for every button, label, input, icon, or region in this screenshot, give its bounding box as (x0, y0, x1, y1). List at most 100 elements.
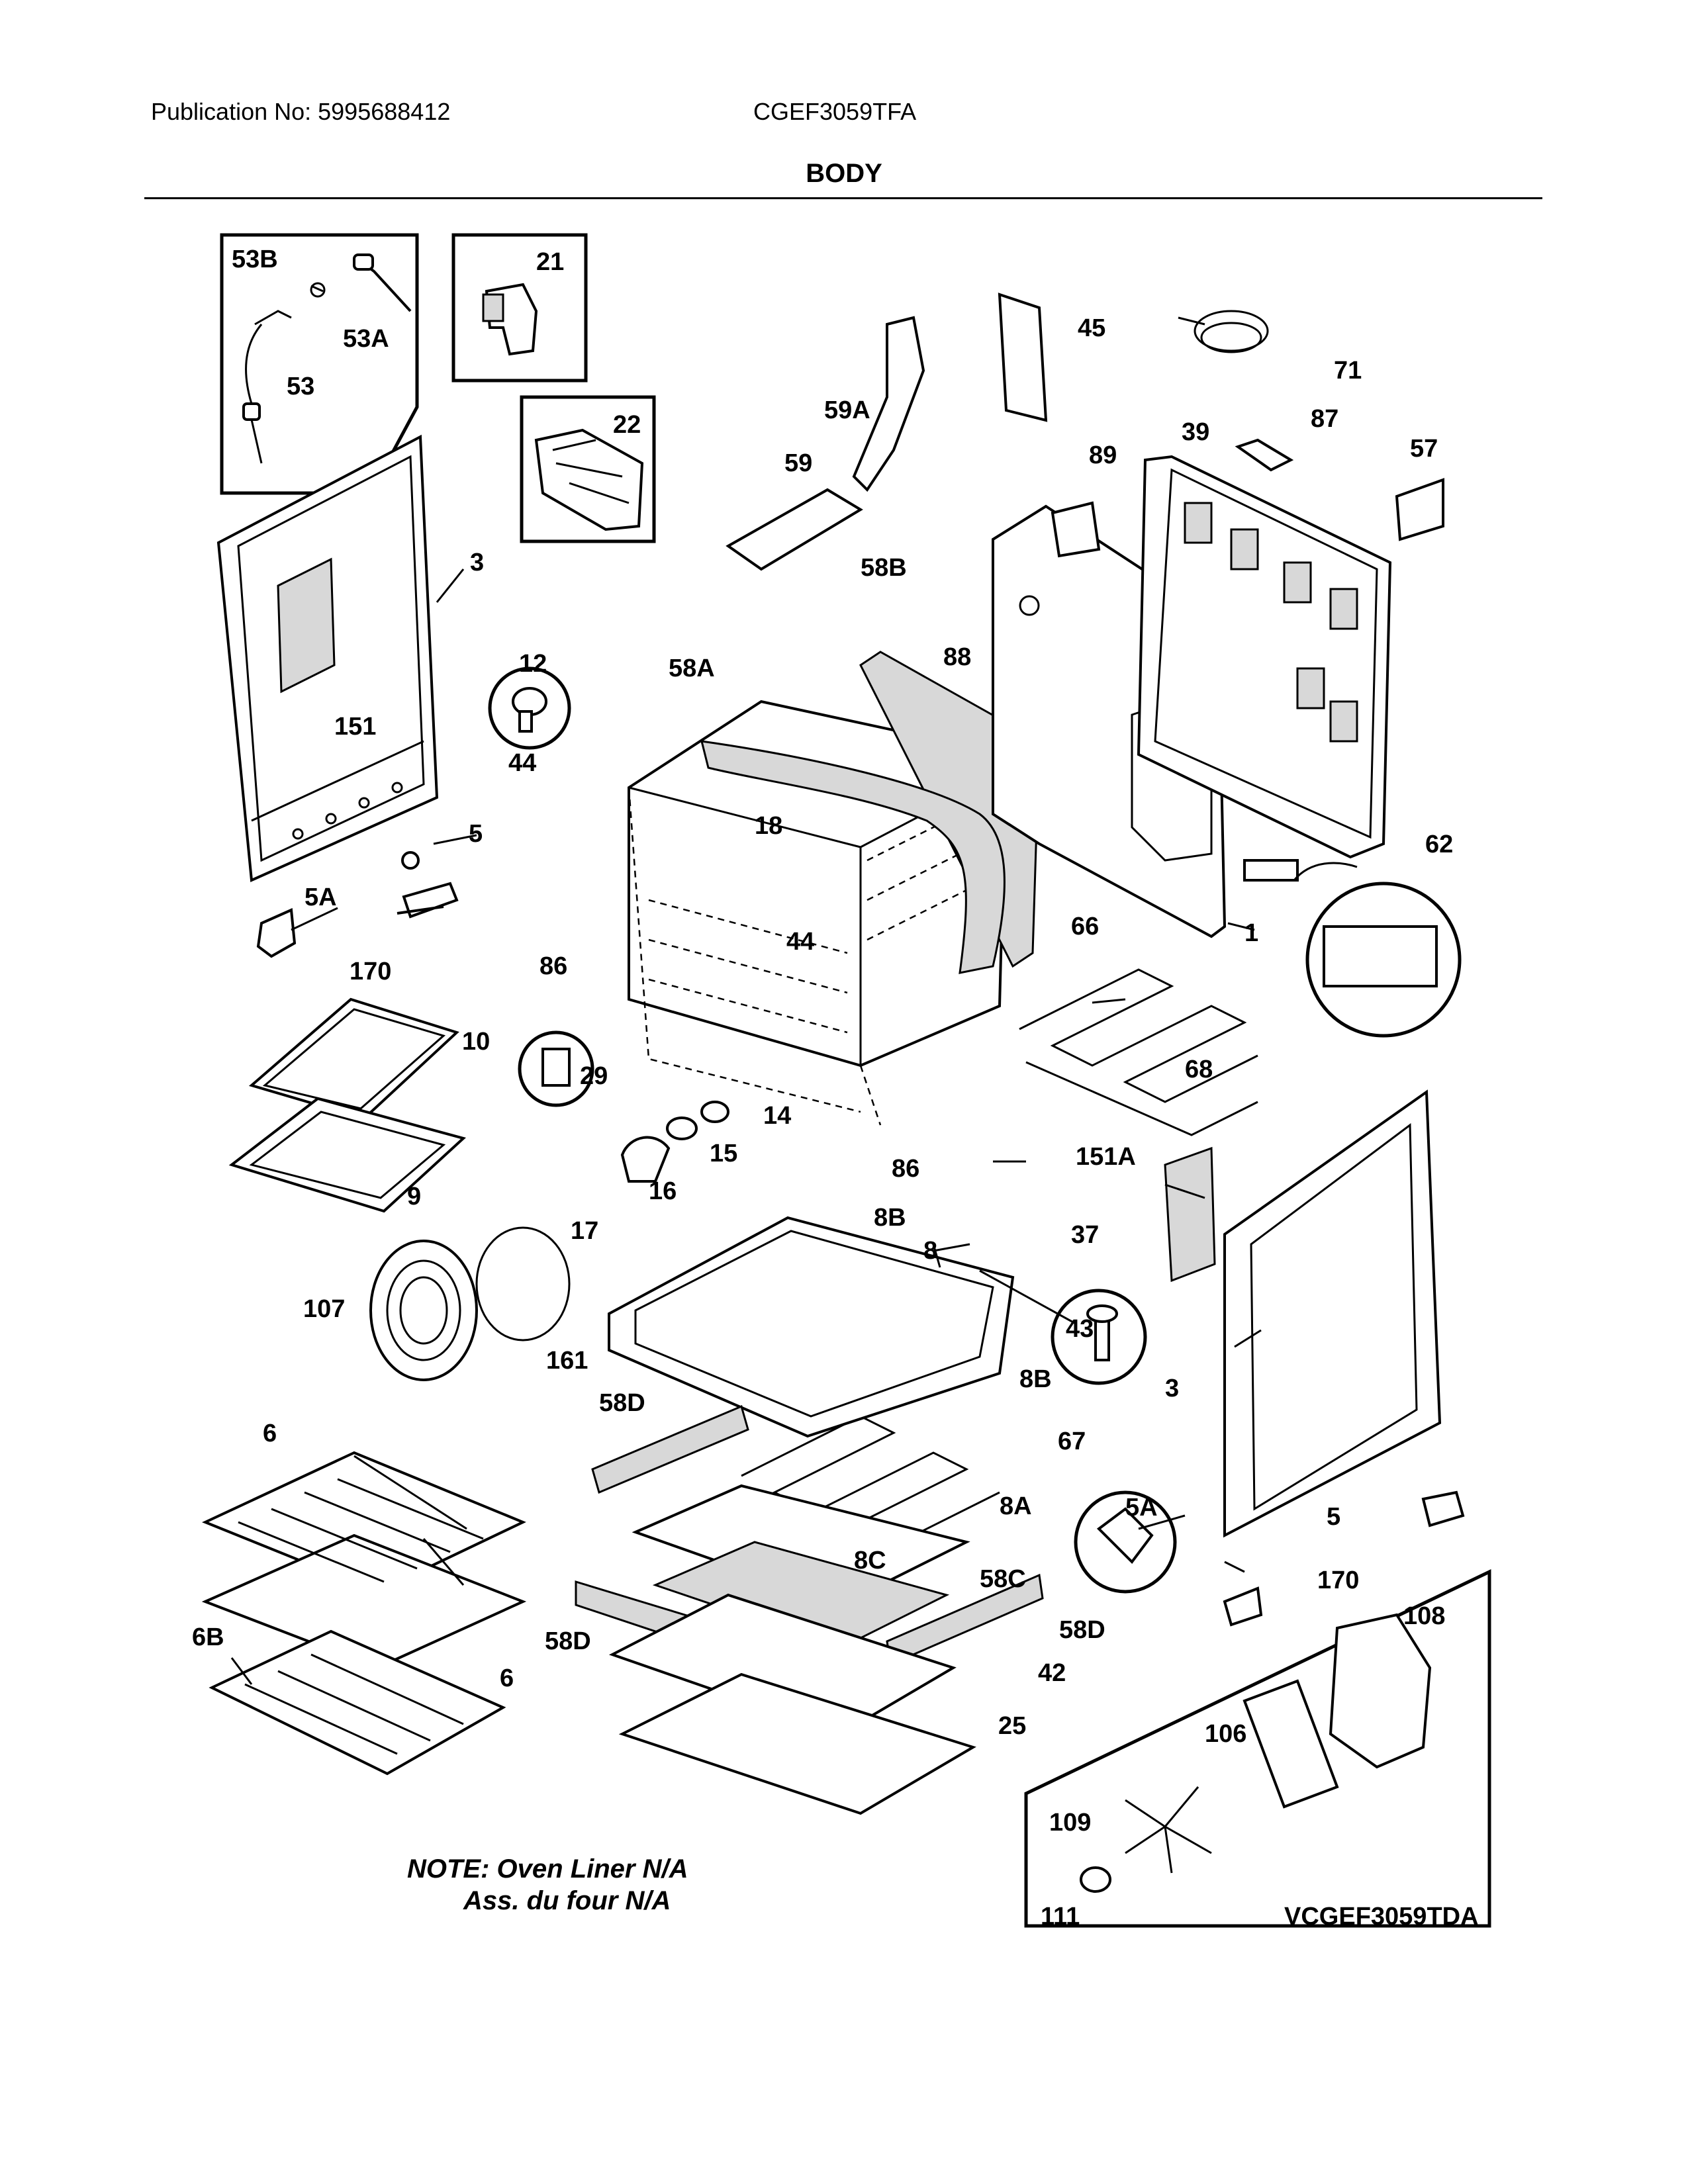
publication-number: Publication No: 5995688412 (151, 98, 451, 125)
fan-cover-107 (369, 1240, 478, 1381)
callout-86-left: 86 (539, 952, 567, 980)
small-plate-87 (1235, 438, 1294, 472)
callout-6-top: 6 (263, 1420, 277, 1447)
callout-89: 89 (1089, 441, 1117, 469)
callout-9: 9 (407, 1183, 421, 1210)
gasket-ring-161 (475, 1226, 571, 1342)
callout-108: 108 (1403, 1602, 1445, 1630)
callout-107: 107 (303, 1295, 345, 1323)
inset-22-bracket (520, 395, 656, 543)
callout-16: 16 (649, 1177, 677, 1205)
callout-42: 42 (1038, 1659, 1066, 1687)
switch-12 (488, 666, 571, 750)
note-line-2: Ass. du four N/A (463, 1886, 671, 1915)
callout-53: 53 (287, 373, 314, 400)
bracket-89 (1051, 501, 1101, 558)
callout-8B-top: 8B (874, 1204, 906, 1232)
inset-21-bracket (451, 233, 588, 383)
callout-22: 22 (613, 411, 641, 439)
callout-6B: 6B (192, 1623, 224, 1651)
power-cord-39 (1178, 310, 1269, 353)
callout-17: 17 (571, 1217, 598, 1245)
door-panel-left (216, 434, 439, 882)
callout-58D-top: 58D (599, 1389, 645, 1417)
leader-lines (230, 569, 1262, 1685)
callout-5-left: 5 (469, 820, 483, 848)
callout-59: 59 (784, 449, 812, 477)
oven-racks (201, 1451, 527, 1776)
lamp-assembly (518, 1030, 729, 1183)
callout-3-left: 3 (470, 549, 484, 576)
callout-6-bottom: 6 (500, 1664, 514, 1692)
callout-151: 151 (334, 713, 376, 741)
callout-66: 66 (1071, 913, 1099, 940)
callout-8C: 8C (854, 1547, 886, 1574)
callout-57: 57 (1410, 435, 1438, 463)
callout-8B-bottom: 8B (1019, 1365, 1052, 1393)
bracket-45 (998, 293, 1048, 422)
callout-10: 10 (462, 1028, 490, 1056)
callout-18: 18 (755, 812, 782, 840)
callout-5-right: 5 (1327, 1503, 1340, 1531)
callout-labels: 1 3 3 5 5 5A 5A 6 6 6B 8 8A 8B 8B 8C 9 1… (192, 246, 1453, 1931)
callout-45: 45 (1078, 314, 1105, 342)
callout-58A: 58A (669, 655, 715, 682)
callout-58D-right: 58D (1059, 1616, 1105, 1644)
bake-element-66 (1019, 968, 1258, 1136)
callout-15: 15 (710, 1140, 737, 1167)
callout-58D-left: 58D (545, 1627, 591, 1655)
callout-151A: 151A (1076, 1143, 1136, 1171)
model-number: CGEF3059TFA (753, 98, 917, 125)
hinge-left (256, 851, 459, 958)
callout-170-left: 170 (350, 958, 391, 985)
callout-58B: 58B (861, 554, 907, 582)
callout-8A: 8A (1000, 1492, 1032, 1520)
callout-39: 39 (1182, 418, 1209, 446)
broiler-pan (228, 997, 467, 1213)
callout-161: 161 (546, 1347, 588, 1375)
callout-37: 37 (1071, 1221, 1099, 1249)
callout-111: 111 (1041, 1903, 1080, 1931)
callout-62: 62 (1425, 831, 1453, 858)
callout-53A: 53A (343, 325, 389, 353)
callout-109: 109 (1049, 1809, 1091, 1837)
header-divider (144, 197, 1542, 199)
callout-1: 1 (1244, 919, 1258, 947)
callout-21: 21 (536, 248, 564, 276)
variant-box-label: VCGEF3059TDA (1284, 1903, 1479, 1931)
callout-44-right: 44 (786, 928, 814, 956)
door-panel-right (1164, 1089, 1442, 1538)
callout-5A-left: 5A (305, 884, 337, 911)
panel-42-25 (608, 1593, 976, 1815)
callout-106: 106 (1205, 1720, 1246, 1748)
note-line-1: NOTE: Oven Liner N/A (407, 1854, 688, 1884)
callout-29: 29 (580, 1062, 608, 1090)
cover-plate-57 (1395, 478, 1444, 541)
terminal-block-62 (1243, 859, 1462, 1038)
callout-53B: 53B (232, 246, 278, 273)
section-title: BODY (806, 159, 882, 188)
callout-44-left: 44 (508, 749, 536, 777)
callout-12: 12 (519, 650, 547, 678)
callout-3-right: 3 (1165, 1375, 1179, 1402)
callout-58C: 58C (980, 1565, 1026, 1593)
vent-duct-59 (726, 316, 925, 571)
callout-5A-right: 5A (1125, 1494, 1158, 1522)
callout-68: 68 (1185, 1056, 1213, 1083)
rear-cover (1137, 455, 1392, 859)
callout-87: 87 (1311, 405, 1338, 433)
callout-8: 8 (923, 1237, 937, 1265)
callout-170-right: 170 (1317, 1567, 1359, 1594)
screw-43-inset (1051, 1289, 1147, 1385)
callout-67: 67 (1058, 1428, 1086, 1455)
drawer-8 (608, 1216, 1015, 1438)
callout-25: 25 (998, 1712, 1026, 1740)
convection-variant-box (1024, 1569, 1491, 1928)
callout-14: 14 (763, 1102, 791, 1130)
hinge-right (1074, 1490, 1465, 1627)
callout-71: 71 (1334, 357, 1362, 385)
callout-88: 88 (943, 643, 971, 671)
callout-43: 43 (1066, 1315, 1094, 1343)
callout-59A: 59A (824, 396, 870, 424)
